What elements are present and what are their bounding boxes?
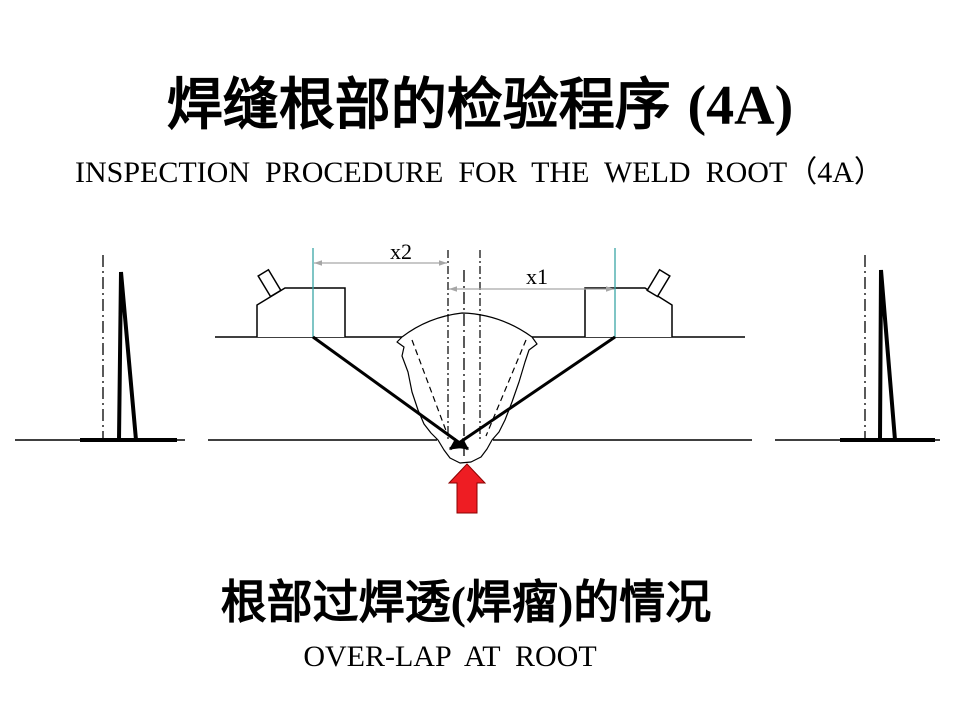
- left-a-scan-echo-peak: [117, 271, 138, 441]
- weld-bevel-left-dashed: [411, 339, 449, 437]
- title-suffix: (4A): [687, 75, 794, 137]
- dimension-x2-label: x2: [390, 239, 412, 264]
- right-a-scan-display: [775, 255, 940, 442]
- right-probe-wedge: [584, 287, 673, 337]
- weld-cap-outline: [401, 312, 533, 338]
- left-a-scan-display: [15, 255, 185, 442]
- right-beam-path: [449, 335, 616, 451]
- left-probe-wedge: [256, 287, 346, 337]
- left-probe-crystal: [257, 268, 282, 298]
- right-probe-crystal: [646, 268, 671, 298]
- sound-beam-paths: [312, 335, 616, 451]
- left-probe: [256, 248, 346, 337]
- weld-specimen: [208, 250, 752, 464]
- caption-english: OVER-LAP AT ROOT: [303, 640, 597, 673]
- title-chinese: 焊缝根部的检验程序: [166, 73, 671, 138]
- page-title: 焊缝根部的检验程序 (4A): [0, 74, 960, 138]
- dimension-x1: x1: [449, 264, 614, 292]
- subtitle-english: INSPECTION PROCEDURE FOR THE WELD ROOT（4…: [75, 156, 884, 189]
- right-a-scan-echo-peak: [878, 269, 897, 441]
- weld-fusion-outline: [396, 336, 538, 464]
- overlap-indicator-arrow: [447, 463, 487, 514]
- weld-bevel-right-dashed: [485, 339, 527, 437]
- left-beam-path: [312, 335, 469, 451]
- dimension-x2: x2: [314, 239, 447, 266]
- right-probe: [584, 248, 673, 337]
- caption-chinese: 根部过焊透(焊瘤)的情况: [220, 577, 712, 628]
- dimension-x1-label: x1: [526, 264, 548, 289]
